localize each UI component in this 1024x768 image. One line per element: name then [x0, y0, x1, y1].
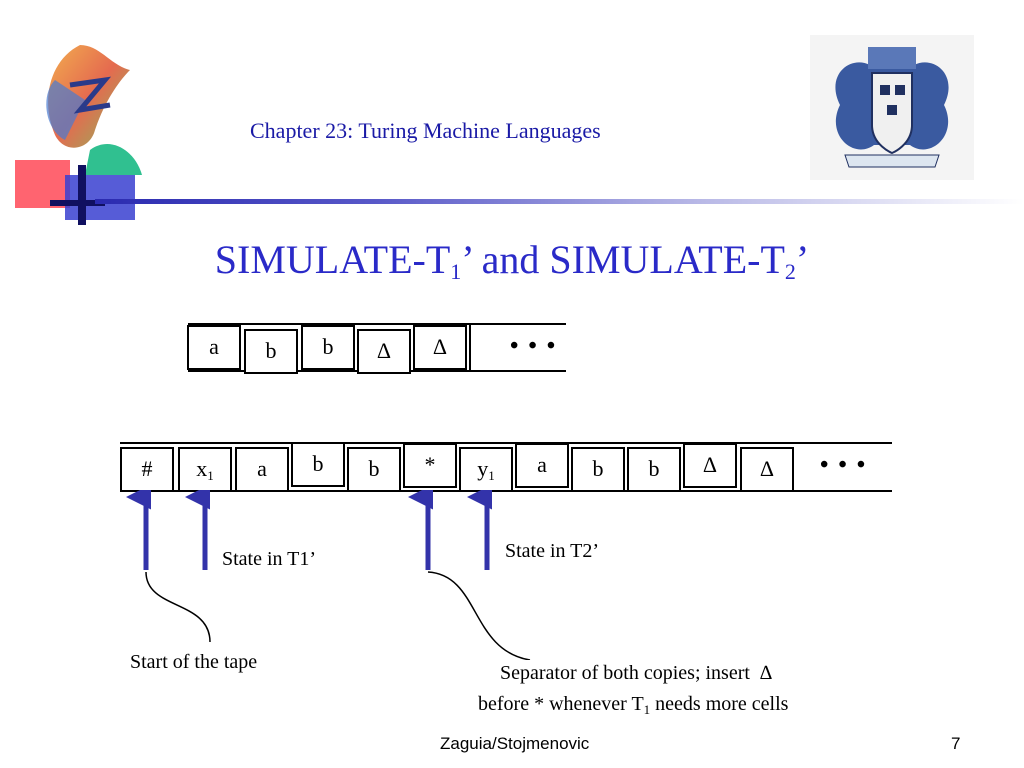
tape1-top-line: [188, 323, 566, 325]
start-label: Start of the tape: [130, 651, 258, 673]
footer-author: Zaguia/Stojmenovic: [440, 734, 590, 753]
swirl-logo-icon: [15, 45, 142, 225]
separator-label-line1: Separator of both copies; insert ∆: [500, 662, 773, 684]
tape2-cell: b: [571, 447, 625, 492]
tape1-continuation: • • •: [510, 333, 558, 359]
tape2-cell: b: [347, 447, 401, 492]
university-crest-icon: [810, 35, 974, 180]
tape2-cell: ∆: [740, 447, 794, 492]
state-t2-label: State in T2’: [505, 540, 600, 562]
tape2-cell: a: [515, 443, 569, 488]
tape2-cell: *: [403, 443, 457, 488]
tape1-cell: a: [187, 325, 241, 370]
tape2-cell: #: [120, 447, 174, 492]
tape2-cell: b: [291, 442, 345, 487]
header-rule: [95, 199, 1024, 204]
tape1-cell: ∆: [413, 325, 467, 370]
tape2-cell: ∆: [683, 443, 737, 488]
page-number: 7: [951, 734, 961, 753]
chapter-heading: Chapter 23: Turing Machine Languages: [250, 118, 601, 143]
pointer-arrows: [126, 490, 531, 660]
tape2-cell: x1: [178, 447, 232, 492]
tape1-end-mark: [469, 325, 471, 371]
separator-connector-curve: [427, 571, 531, 660]
tape2-top-line: [120, 442, 892, 444]
tape2-cell: y1: [459, 447, 513, 492]
start-connector-curve: [145, 571, 211, 643]
tape2-cell: a: [235, 447, 289, 492]
tape1-cell: ∆: [357, 329, 411, 374]
state-t1-label: State in T1’: [222, 548, 317, 570]
separator-label-line2: before * whenever T1 needs more cells: [478, 693, 789, 717]
slide-title: SIMULATE-T1’ and SIMULATE-T2’: [214, 237, 810, 284]
tape1-cell: b: [301, 325, 355, 370]
tape2-cell: b: [627, 447, 681, 492]
tape1-cell: b: [244, 329, 298, 374]
tape2-continuation: • • •: [820, 452, 868, 478]
